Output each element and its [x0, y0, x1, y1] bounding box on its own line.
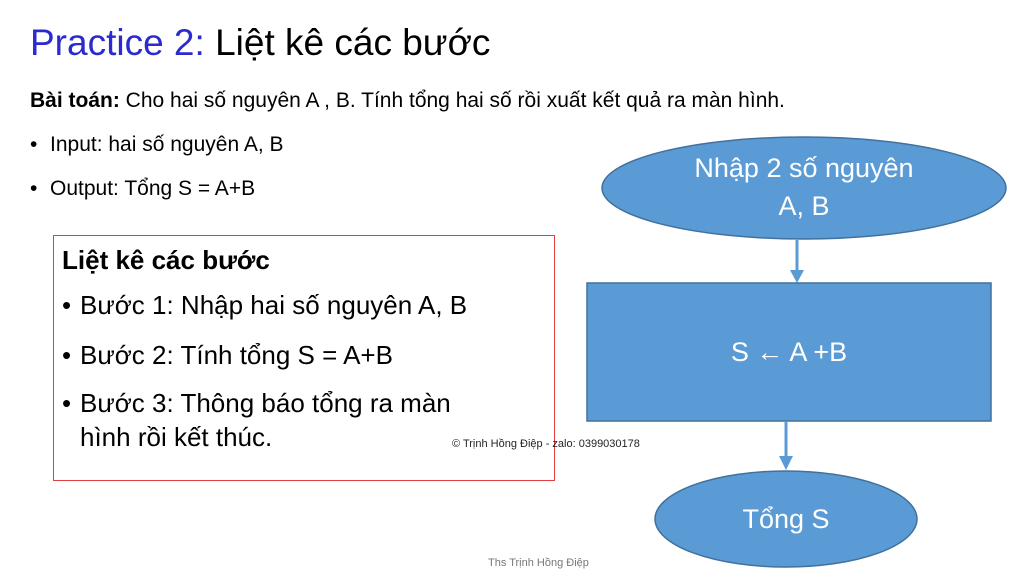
- title-accent: Practice 2:: [30, 22, 205, 63]
- bullet-dot: •: [62, 388, 72, 418]
- bullet-dot: •: [30, 177, 38, 200]
- input-node-line2: A, B: [778, 191, 830, 221]
- step-2: • Bước 2: Tính tổng S = A+B: [62, 338, 542, 372]
- process-node: [586, 282, 992, 422]
- output-bullet: • Output: Tổng S = A+B: [30, 174, 255, 204]
- arrow-2-head: [779, 456, 793, 470]
- input-node-label: Nhập 2 số nguyên A, B: [604, 149, 1004, 225]
- footer-author: Ths Trịnh Hồng Điệp: [488, 557, 589, 569]
- step-2-text: Bước 2: Tính tổng S = A+B: [80, 340, 393, 370]
- bullet-dot: •: [30, 133, 38, 156]
- title-rest: Liệt kê các bước: [204, 22, 491, 63]
- slide-title: Practice 2: Liệt kê các bước: [30, 18, 490, 68]
- step-3: • Bước 3: Thông báo tổng ra màn hình rồi k…: [62, 386, 542, 454]
- bullet-dot: •: [62, 290, 72, 320]
- process-node-label: S ← A +B: [730, 337, 848, 367]
- problem-label: Bài toán:: [30, 89, 120, 112]
- problem-text: Cho hai số nguyên A , B. Tính tổng hai s…: [119, 89, 785, 112]
- step-1: • Bước 1: Nhập hai số nguyên A, B: [62, 288, 542, 322]
- steps-box: Liệt kê các bước • Bước 1: Nhập hai số ng…: [53, 235, 555, 481]
- output-text: Output: Tổng S = A+B: [50, 177, 256, 200]
- step-3-text-line1: Bước 3: Thông báo tổng ra màn: [80, 388, 451, 418]
- step-1-text: Bước 1: Nhập hai số nguyên A, B: [80, 290, 468, 320]
- bullet-dot: •: [62, 340, 72, 370]
- output-node: [654, 470, 918, 568]
- input-bullet: • Input: hai số nguyên A, B: [30, 130, 284, 160]
- input-node: [601, 136, 1007, 240]
- step-3-text-line2: hình rồi kết thúc.: [80, 422, 273, 452]
- input-node-line1: Nhập 2 số nguyên: [694, 153, 914, 183]
- input-text: Input: hai số nguyên A, B: [50, 133, 284, 156]
- arrow-1-head: [790, 270, 804, 283]
- output-node-label: Tổng S: [742, 504, 830, 534]
- steps-heading: Liệt kê các bước: [62, 245, 270, 275]
- copyright-note: © Trịnh Hồng Điệp - zalo: 0399030178: [452, 438, 640, 450]
- problem-statement: Bài toán: Cho hai số nguyên A , B. Tính …: [30, 86, 785, 116]
